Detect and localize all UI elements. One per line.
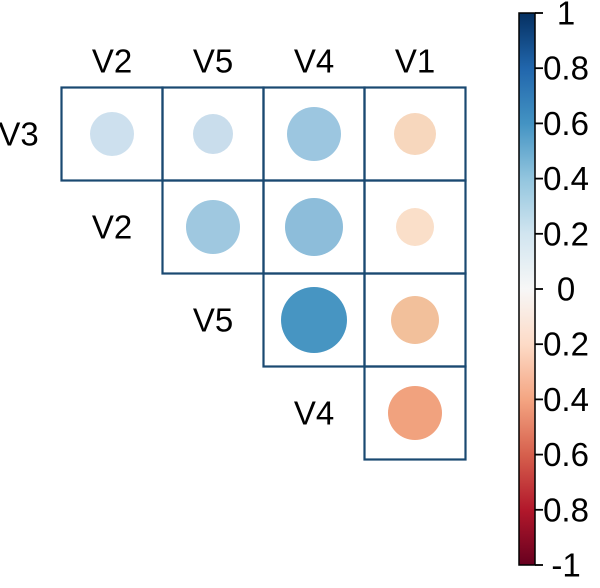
colorbar-tick-label: 0.8	[543, 491, 589, 528]
colorbar	[518, 12, 536, 566]
colorbar-tick-label: 0.2	[543, 326, 589, 363]
colorbar-tick-label: 0.2	[543, 215, 589, 252]
correlation-circle	[90, 112, 134, 156]
correlation-circle	[281, 287, 347, 353]
column-label: V1	[395, 43, 435, 80]
colorbar-tick-label: -1	[551, 547, 580, 584]
column-label: V2	[92, 43, 132, 80]
correlation-circle	[287, 107, 341, 161]
correlation-circle	[193, 114, 233, 154]
matrix-cell	[363, 365, 467, 461]
row-label: V4	[294, 395, 334, 432]
colorbar-tick-label: 0.6	[543, 105, 589, 142]
colorbar-tick-label: 1	[557, 0, 575, 32]
colorbar-tick-label: 0.4	[543, 381, 589, 418]
correlation-circle	[391, 296, 439, 344]
correlation-circle	[285, 198, 343, 256]
column-label: V4	[294, 43, 334, 80]
column-label: V5	[193, 43, 233, 80]
correlation-circle	[388, 386, 442, 440]
colorbar-tick-label: 0	[557, 271, 575, 308]
row-label: V5	[193, 302, 233, 339]
colorbar-tick-label: 0.6	[543, 436, 589, 473]
row-label: V3	[0, 116, 39, 153]
correlation-circle	[396, 208, 434, 246]
correlation-circle	[394, 113, 436, 155]
colorbar-tick-label: 0.8	[543, 50, 589, 87]
correlation-circle	[186, 200, 240, 254]
colorbar-tick-label: 0.4	[543, 160, 589, 197]
row-label: V2	[92, 209, 132, 246]
